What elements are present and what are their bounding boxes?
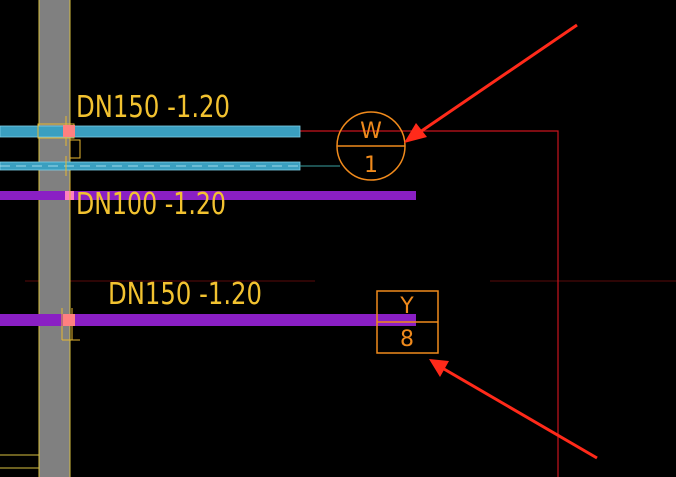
red-boundary-line [300,130,559,477]
pipe-node-upper [63,125,75,137]
purple-pipe-middle [0,191,416,200]
label-dn150-lower: DN150 -1.20 [108,277,262,312]
circle-tag: W 1 [336,111,406,181]
pipe-fitting-middle [65,139,81,176]
box-tag: Y 8 [376,290,439,354]
cyan-pipe-upper [0,125,301,138]
circle-tag-number: 1 [364,153,378,178]
purple-pipe-lower [0,314,416,326]
label-dn100-middle: DN100 -1.20 [76,187,226,222]
box-tag-number: 8 [400,327,414,352]
circle-tag-letter: W [360,119,382,144]
label-dn150-upper: DN150 -1.20 [76,90,230,125]
pipe-node-lower [63,314,75,326]
arrow-to-box-tag [429,359,598,460]
arrow-to-circle-tag [404,23,578,143]
box-tag-letter: Y [399,294,414,319]
wall-column [39,0,70,477]
